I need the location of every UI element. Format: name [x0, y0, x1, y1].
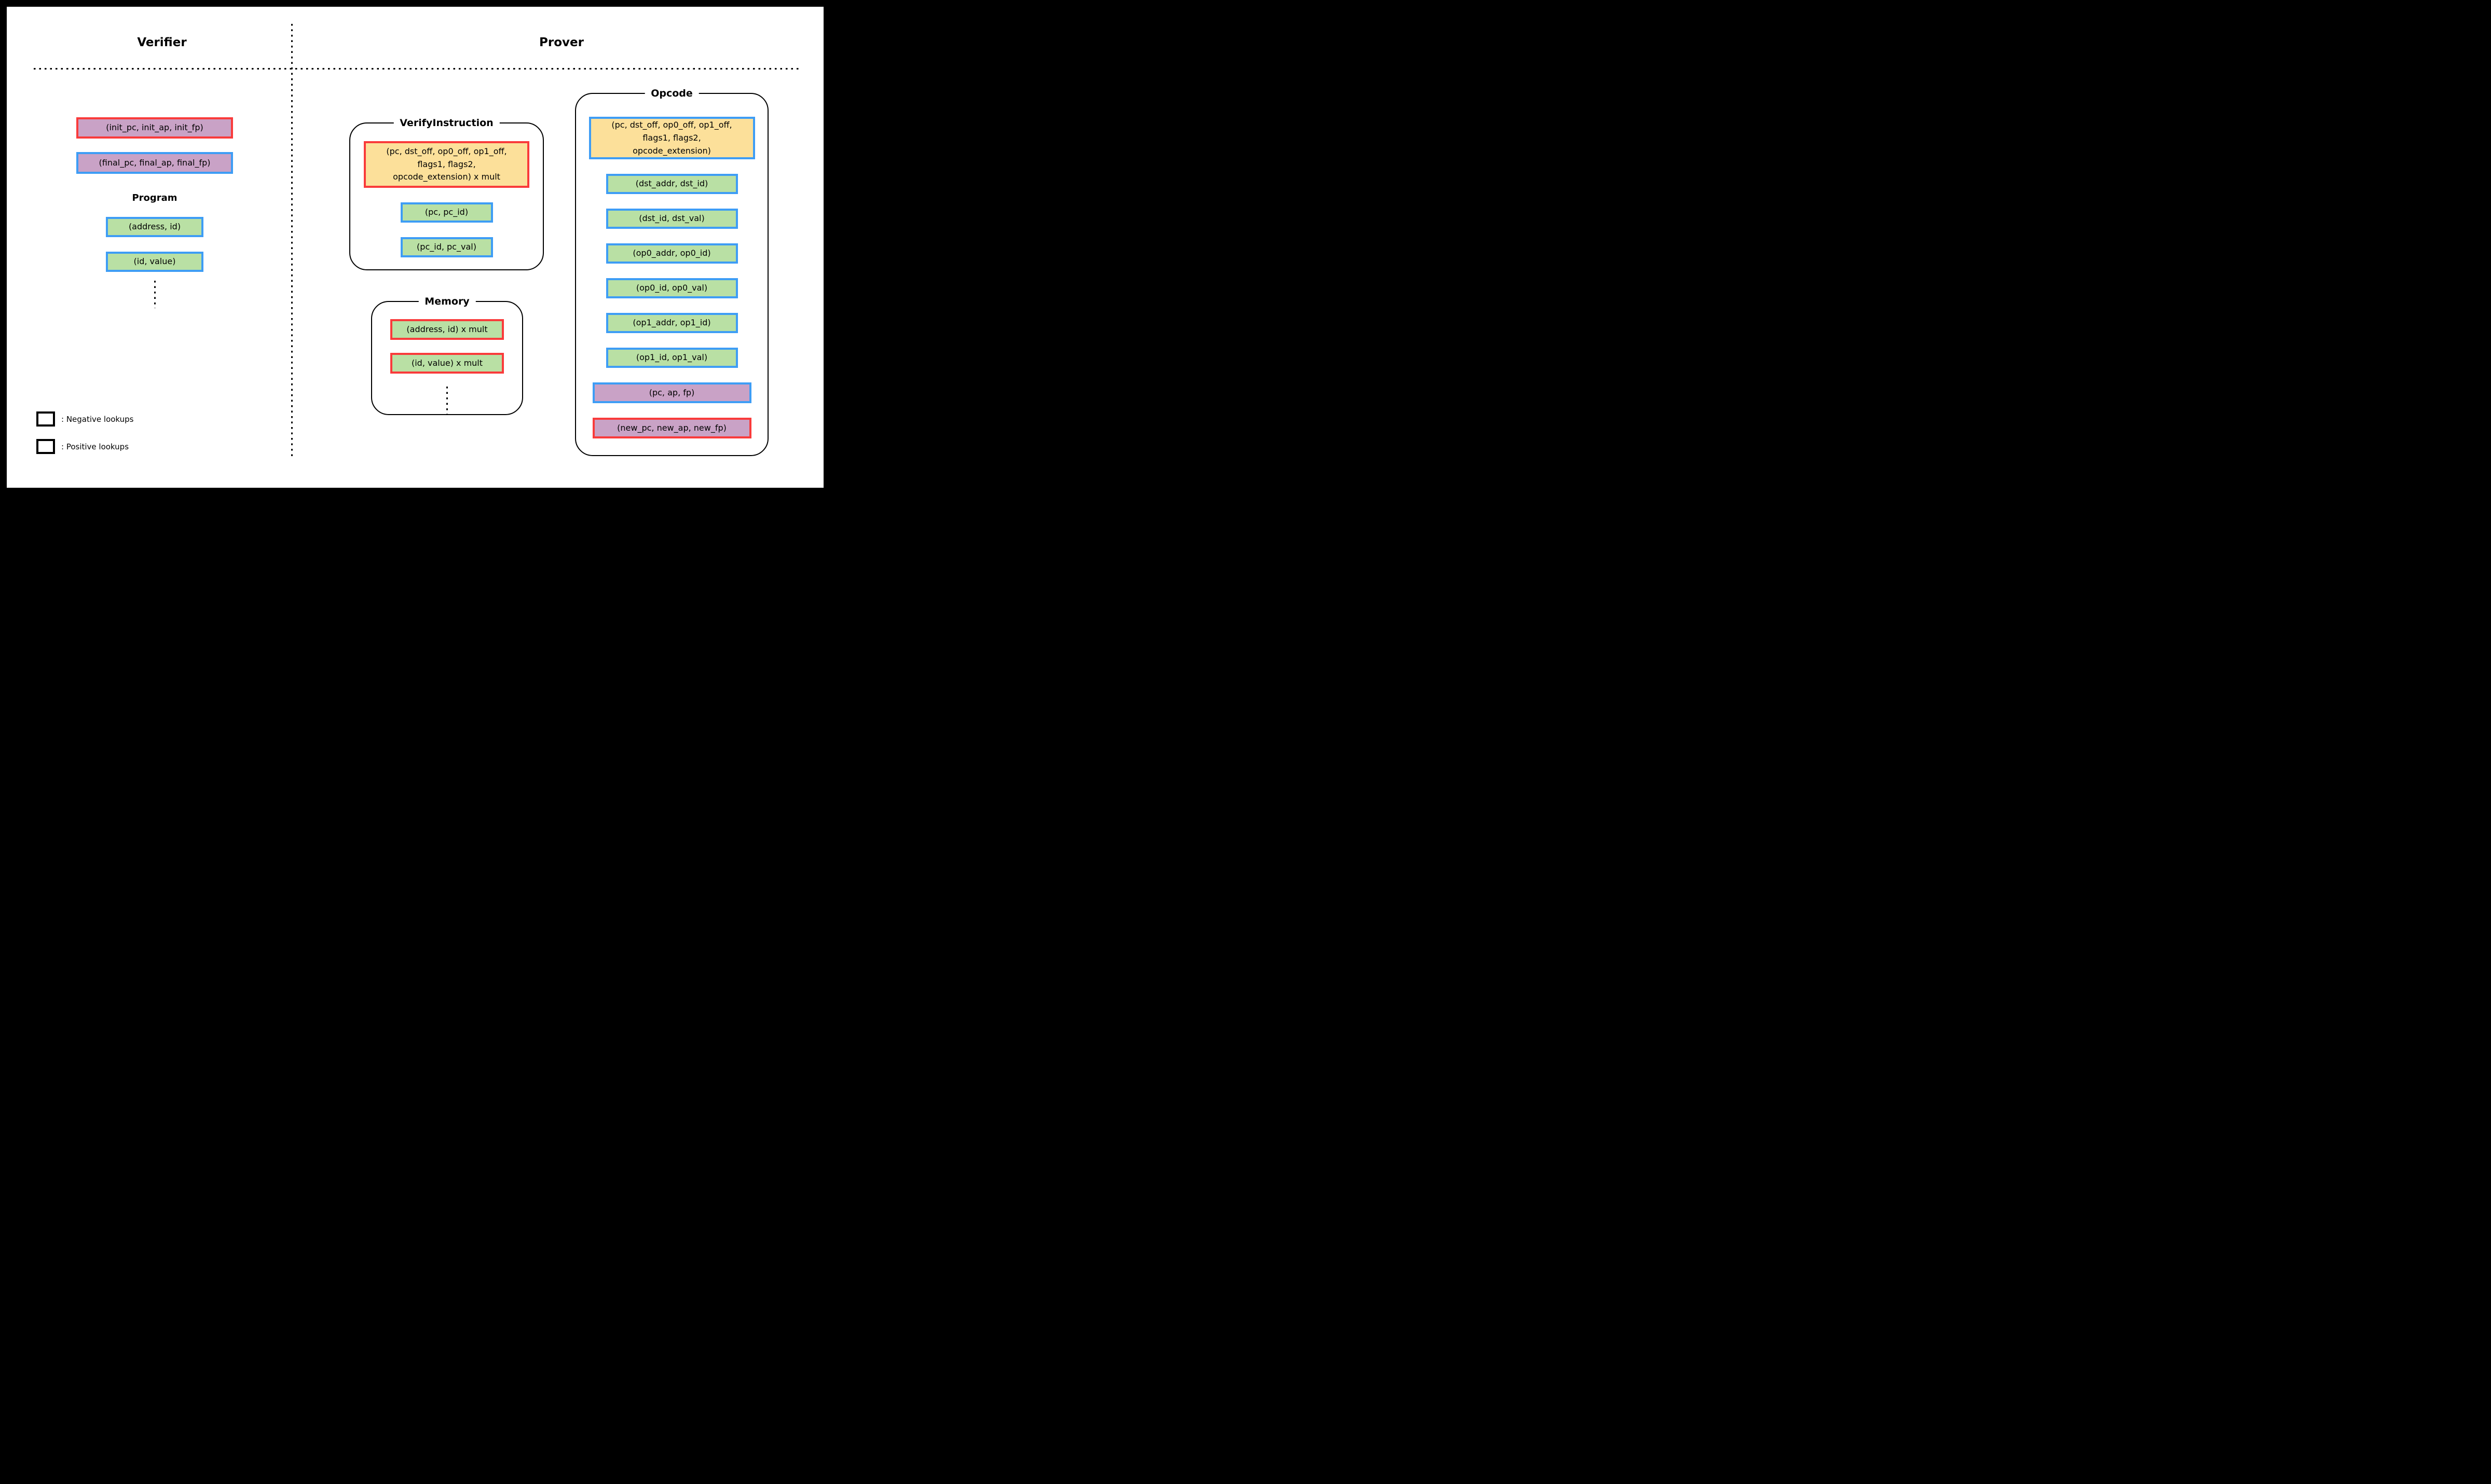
verify-instruction-body: (pc, dst_off, op0_off, op1_off, flags1, … [350, 123, 543, 269]
opcode-body: (pc, dst_off, op0_off, op1_off, flags1, … [576, 94, 768, 455]
op0-addr-op0-id-box: (op0_addr, op0_id) [606, 243, 738, 264]
program-id-value-box: (id, value) [106, 252, 203, 272]
legend-negative-row: : Negative lookups [36, 411, 134, 427]
init-registers-box: (init_pc, init_ap, init_fp) [76, 117, 233, 139]
opcode-instruction-tuple-box: (pc, dst_off, op0_off, op1_off, flags1, … [588, 117, 755, 160]
legend-positive-label: : Positive lookups [61, 442, 129, 451]
dst-id-dst-val-box: (dst_id, dst_val) [606, 209, 738, 229]
verifier-section-title: Verifier [137, 36, 187, 49]
opcode-title: Opcode [645, 87, 699, 100]
dst-addr-dst-id-box: (dst_addr, dst_id) [606, 174, 738, 195]
verify-instruction-panel: VerifyInstruction (pc, dst_off, op0_off,… [349, 116, 544, 270]
registers-box: (pc, ap, fp) [592, 382, 751, 404]
opcode-panel: Opcode (pc, dst_off, op0_off, op1_off, f… [575, 87, 769, 456]
program-address-id-box: (address, id) [106, 217, 203, 237]
memory-id-value-box: (id, value) x mult [390, 353, 504, 374]
op1-id-op1-val-box: (op1_id, op1_val) [606, 348, 738, 368]
pcid-pcval-box: (pc_id, pc_val) [400, 237, 493, 257]
instruction-tuple-mult-box: (pc, dst_off, op0_off, op1_off, flags1, … [364, 141, 529, 188]
memory-ellipsis-dots [446, 387, 448, 414]
diagram-canvas: Verifier Prover (init_pc, init_ap, init_… [0, 0, 830, 494]
memory-body: (address, id) x mult (id, value) x mult [372, 302, 522, 414]
program-ellipsis-dots [154, 281, 156, 308]
verify-instruction-title: VerifyInstruction [393, 116, 500, 130]
memory-title: Memory [418, 295, 476, 308]
op0-id-op0-val-box: (op0_id, op0_val) [606, 278, 738, 299]
new-registers-box: (new_pc, new_ap, new_fp) [592, 418, 751, 439]
legend-positive-row: : Positive lookups [36, 439, 134, 454]
pc-pcid-box: (pc, pc_id) [400, 202, 493, 223]
final-registers-box: (final_pc, final_ap, final_fp) [76, 152, 233, 174]
op1-addr-op1-id-box: (op1_addr, op1_id) [606, 313, 738, 334]
legend: : Negative lookups : Positive lookups [36, 411, 134, 454]
negative-lookup-swatch [36, 411, 55, 427]
positive-lookup-swatch [36, 439, 55, 454]
divider-horizontal-dotted [34, 68, 799, 70]
verifier-column: (init_pc, init_ap, init_fp) (final_pc, f… [76, 117, 233, 308]
divider-vertical-dotted [291, 24, 293, 458]
memory-panel: Memory (address, id) x mult (id, value) … [371, 295, 523, 415]
program-heading: Program [132, 193, 177, 203]
legend-negative-label: : Negative lookups [61, 414, 134, 424]
memory-address-id-box: (address, id) x mult [390, 319, 504, 340]
prover-section-title: Prover [539, 36, 584, 49]
